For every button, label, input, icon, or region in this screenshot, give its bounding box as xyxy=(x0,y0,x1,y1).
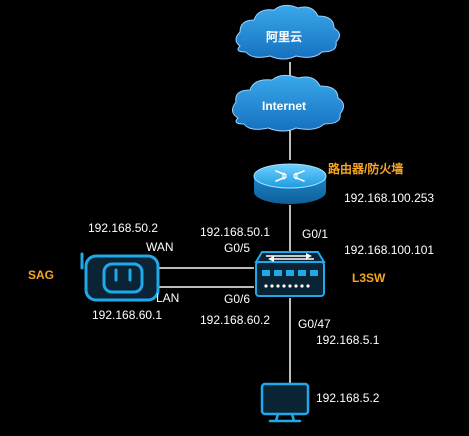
switch-port-g05: G0/5 xyxy=(224,241,251,255)
switch-ip: 192.168.100.101 xyxy=(344,243,435,257)
router-ip: 192.168.100.253 xyxy=(344,191,435,205)
switch-lan-ip: 192.168.60.2 xyxy=(200,313,271,327)
cloud-aliyun-icon xyxy=(235,4,340,60)
sag-wan-ip: 192.168.50.2 xyxy=(88,221,159,235)
switch-port-g06: G0/6 xyxy=(224,292,251,306)
l3-switch-icon xyxy=(254,251,326,297)
pc-monitor-icon xyxy=(260,382,310,423)
sag-lan-label: LAN xyxy=(156,291,180,305)
sag-device-icon xyxy=(80,252,160,302)
cloud-aliyun-label: 阿里云 xyxy=(266,30,303,44)
sag-label: SAG xyxy=(28,268,55,282)
cloud-internet-label: Internet xyxy=(262,99,307,113)
router-icon xyxy=(253,163,327,204)
pc-ip: 192.168.5.2 xyxy=(316,391,380,405)
router-label: 路由器/防火墙 xyxy=(328,162,404,176)
switch-wan-ip: 192.168.50.1 xyxy=(200,225,271,239)
switch-port-g01: G0/1 xyxy=(302,227,329,241)
switch-port-g047: G0/47 xyxy=(298,317,331,331)
switch-label: L3SW xyxy=(352,271,386,285)
cloud-internet-icon xyxy=(232,74,344,132)
sag-wan-label: WAN xyxy=(146,240,174,254)
sag-lan-ip: 192.168.60.1 xyxy=(92,308,163,322)
switch-pc-ip: 192.168.5.1 xyxy=(316,333,380,347)
